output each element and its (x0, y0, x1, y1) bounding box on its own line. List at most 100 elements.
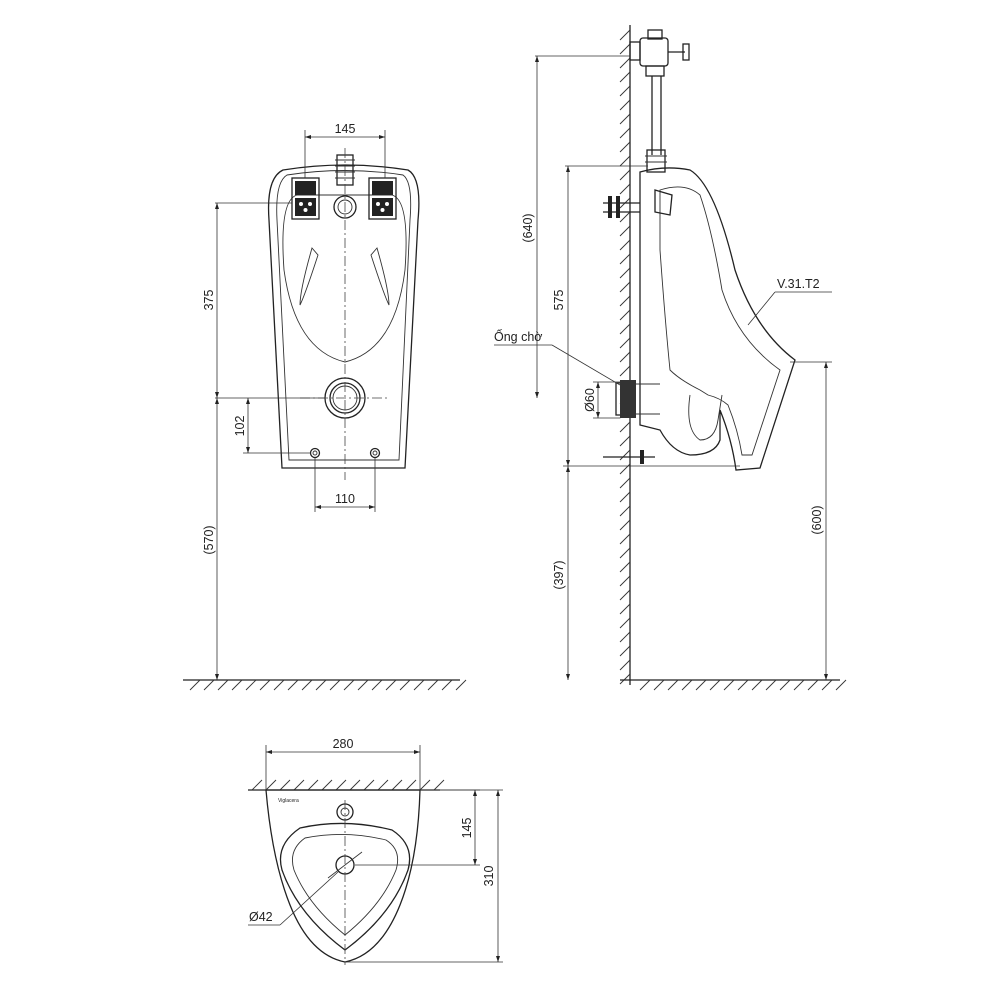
hatch-stroke (619, 603, 631, 615)
front-dim-110-label: 110 (335, 492, 355, 506)
hatch-stroke (357, 679, 369, 691)
hatch-stroke (619, 239, 631, 251)
hatch-stroke (619, 99, 631, 111)
hatch-stroke (619, 449, 631, 461)
hatch-stroke (619, 519, 631, 531)
hatch-stroke (619, 127, 631, 139)
hatch-stroke (667, 679, 679, 691)
hatch-stroke (619, 505, 631, 517)
hatch-stroke (245, 679, 257, 691)
hatch-stroke (405, 779, 417, 791)
hatch-stroke (765, 679, 777, 691)
hatch-stroke (385, 679, 397, 691)
top-dim-280 (265, 745, 421, 790)
side-dim-600 (790, 361, 832, 680)
hatch-stroke (441, 679, 453, 691)
outlet-pipe-label: Ống chờ (494, 329, 543, 344)
hatch-stroke (619, 645, 631, 657)
side-trap (688, 394, 723, 441)
hatch-stroke (681, 679, 693, 691)
top-drain-diameter-label: Ø42 (249, 910, 273, 924)
front-mount-hole-right-inner (372, 450, 378, 456)
hatch-stroke (619, 631, 631, 643)
hatch-stroke (709, 679, 721, 691)
side-dim-397 (566, 466, 570, 680)
hatch-stroke (335, 779, 347, 791)
hatch-stroke (619, 351, 631, 363)
model-label: V.31.T2 (777, 277, 820, 291)
top-bowl-outer (279, 822, 411, 951)
hatch-stroke (737, 679, 749, 691)
hatch-stroke (619, 617, 631, 629)
outlet-pipe-leader (551, 344, 621, 386)
hatch-stroke (619, 309, 631, 321)
hatch-stroke (723, 679, 735, 691)
side-dim-575-label: 575 (552, 290, 566, 311)
hatch-stroke (619, 141, 631, 153)
hatch-stroke (279, 779, 291, 791)
hatch-stroke (619, 673, 631, 685)
hatch-stroke (329, 679, 341, 691)
top-bowl-inner (291, 834, 399, 936)
hatch-stroke (619, 211, 631, 223)
side-outlet-pipe (615, 380, 660, 418)
hatch-stroke (619, 71, 631, 83)
hatch-stroke (619, 435, 631, 447)
front-dim-145-label: 145 (335, 122, 356, 136)
hatch-stroke (619, 29, 631, 41)
top-drain-leader (279, 871, 339, 926)
hatch-stroke (189, 679, 201, 691)
side-dim-600-label: (600) (810, 505, 824, 534)
hatch-stroke (619, 295, 631, 307)
hatch-stroke (619, 253, 631, 265)
side-urinal-inner (659, 186, 781, 456)
hatch-stroke (273, 679, 285, 691)
hatch-stroke (203, 679, 215, 691)
hatch-stroke (639, 679, 651, 691)
side-mount-bolts (603, 189, 673, 464)
side-dim-640 (535, 55, 630, 398)
hatch-stroke (619, 589, 631, 601)
model-leader (747, 291, 776, 326)
top-brand-label: Viglacera (278, 798, 299, 804)
front-dim-145 (304, 130, 386, 178)
hatch-stroke (265, 779, 277, 791)
hatch-stroke (259, 679, 271, 691)
hatch-stroke (619, 365, 631, 377)
hatch-stroke (619, 267, 631, 279)
side-dim-o60 (593, 381, 620, 419)
top-dim-310 (345, 789, 503, 963)
hatch-stroke (455, 679, 467, 691)
front-bowl-outline (282, 194, 407, 363)
hatch-stroke (343, 679, 355, 691)
hatch-stroke (619, 113, 631, 125)
front-dim-102-label: 102 (233, 416, 247, 437)
side-flush-valve (629, 29, 690, 173)
hatch-stroke (427, 679, 439, 691)
hatch-stroke (287, 679, 299, 691)
hatch-stroke (619, 225, 631, 237)
hatch-stroke (807, 679, 819, 691)
hatch-stroke (619, 281, 631, 293)
hatch-stroke (301, 679, 313, 691)
hatch-stroke (779, 679, 791, 691)
side-urinal-outer (639, 167, 796, 471)
hatch-stroke (363, 779, 375, 791)
hatch-stroke (619, 491, 631, 503)
hatch-stroke (315, 679, 327, 691)
hatch-stroke (619, 323, 631, 335)
hatch-stroke (619, 659, 631, 671)
hatch-stroke (293, 779, 305, 791)
hatch-stroke (307, 779, 319, 791)
front-urinal-body-inner (276, 170, 412, 461)
hatch-stroke (619, 561, 631, 573)
hatch-stroke (619, 421, 631, 433)
front-sensor-left (291, 177, 320, 220)
hatch-stroke (619, 533, 631, 545)
hatch-stroke (695, 679, 707, 691)
hatch-stroke (835, 679, 847, 691)
hatch-stroke (619, 463, 631, 475)
hatch-stroke (251, 779, 263, 791)
hatch-stroke (619, 155, 631, 167)
hatch-stroke (231, 679, 243, 691)
